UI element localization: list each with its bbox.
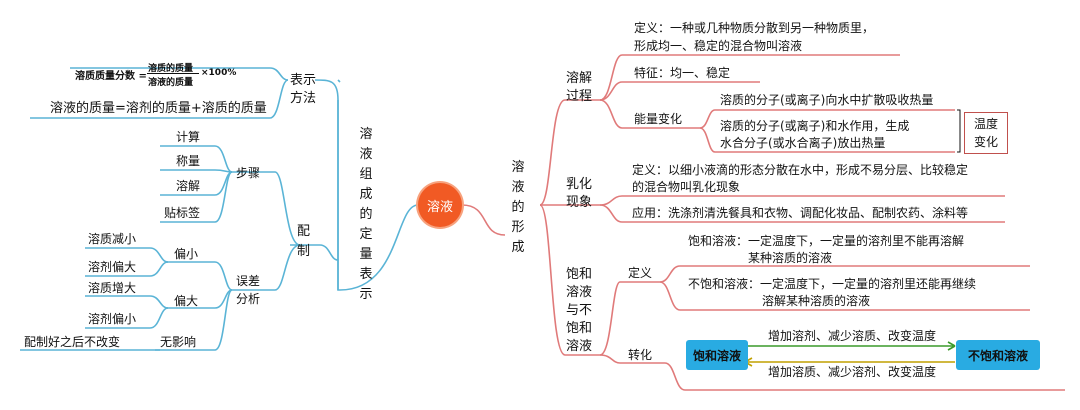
saturated-definition-1: 饱和溶液：一定温度下，一定量的溶剂里不能再溶解 (688, 234, 965, 248)
ruhua-definition-1: 定义：以细小液滴的形态分散在水中，形成不易分层、比较稳定 (632, 163, 969, 177)
wuyingxiang-item: 配制好之后不改变 (24, 335, 121, 349)
formula-lhs: 溶质质量分数 = (75, 71, 147, 82)
temperature-change-box: 温度 变化 (964, 112, 1008, 154)
saturated-solution-box: 饱和溶液 (686, 340, 748, 370)
rongjie-label: 溶解过程 (566, 71, 593, 104)
temp-line-1: 温度 (973, 117, 998, 131)
peizhi-label: 配制 (297, 224, 311, 259)
pianxiao-label: 偏小 (174, 247, 199, 261)
error-item: 溶质增大 (88, 281, 137, 295)
pianda-label: 偏大 (174, 294, 199, 308)
energy-change-label: 能量变化 (634, 112, 683, 126)
rongjie-definition-2: 形成均一、稳定的混合物叫溶液 (634, 39, 803, 53)
formula-denominator: 溶液的质量 (148, 78, 194, 88)
ruhua-label: 乳化现象 (566, 177, 593, 210)
ruhua-definition-2: 的混合物叫乳化现象 (632, 180, 741, 194)
center-node: 溶液 (418, 183, 462, 227)
saturated-definition-2: 某种溶质的溶液 (748, 251, 833, 265)
temp-line-2: 变化 (973, 135, 998, 149)
unsaturated-definition-2: 溶解某种溶质的溶液 (762, 294, 871, 308)
error-analysis-label: 误差分析 (236, 274, 261, 306)
step-item: 称量 (176, 154, 201, 168)
step-item: 溶解 (176, 179, 201, 193)
to-saturated-conditions: 增加溶质、减少溶剂、改变温度 (768, 365, 937, 379)
step-item: 计算 (176, 130, 201, 144)
rongjie-definition-1: 定义：一种或几种物质分散到另一种物质里， (634, 21, 875, 35)
energy-release-2: 水合分子(或水合离子)放出热量 (720, 136, 886, 150)
biaoshi-label: 表示方法 (290, 73, 317, 106)
baohe-definition-label: 定义 (628, 266, 653, 280)
steps-label: 步骤 (236, 166, 261, 180)
unsaturated-solution-box: 不饱和溶液 (956, 340, 1040, 370)
mass-relation: 溶液的质量=溶剂的质量+溶质的质量 (50, 101, 267, 116)
formula-numerator: 溶质的质量 (148, 64, 194, 74)
zhuanhua-label: 转化 (628, 348, 653, 362)
error-item: 溶剂偏小 (88, 312, 137, 326)
ruhua-application: 应用：洗涤剂清洗餐具和衣物、调配化妆品、配制农药、涂料等 (632, 206, 969, 220)
unsaturated-definition-1: 不饱和溶液：一定温度下，一定量的溶剂里还能再继续 (688, 277, 977, 291)
wuyingxiang-label: 无影响 (160, 335, 197, 349)
formula-multiplier: ×100% (201, 68, 237, 78)
energy-release-1: 溶质的分子(或离子)和水作用，生成 (720, 119, 910, 133)
to-unsaturated-conditions: 增加溶剂、减少溶质、改变温度 (768, 329, 937, 343)
right-main-label: 溶液的形成 (511, 160, 525, 255)
rongjie-feature: 特征：均一、稳定 (634, 66, 731, 80)
error-item: 溶质减小 (88, 232, 137, 246)
left-main-label: 溶液组成的定量表示 (359, 127, 373, 302)
baohe-label: 饱和溶液与不饱和溶液 (566, 267, 593, 354)
energy-absorb: 溶质的分子(或离子)向水中扩散吸收热量 (720, 93, 934, 107)
error-item: 溶剂偏大 (88, 260, 137, 274)
fraction-bar (147, 73, 199, 74)
step-item: 贴标签 (164, 206, 201, 220)
